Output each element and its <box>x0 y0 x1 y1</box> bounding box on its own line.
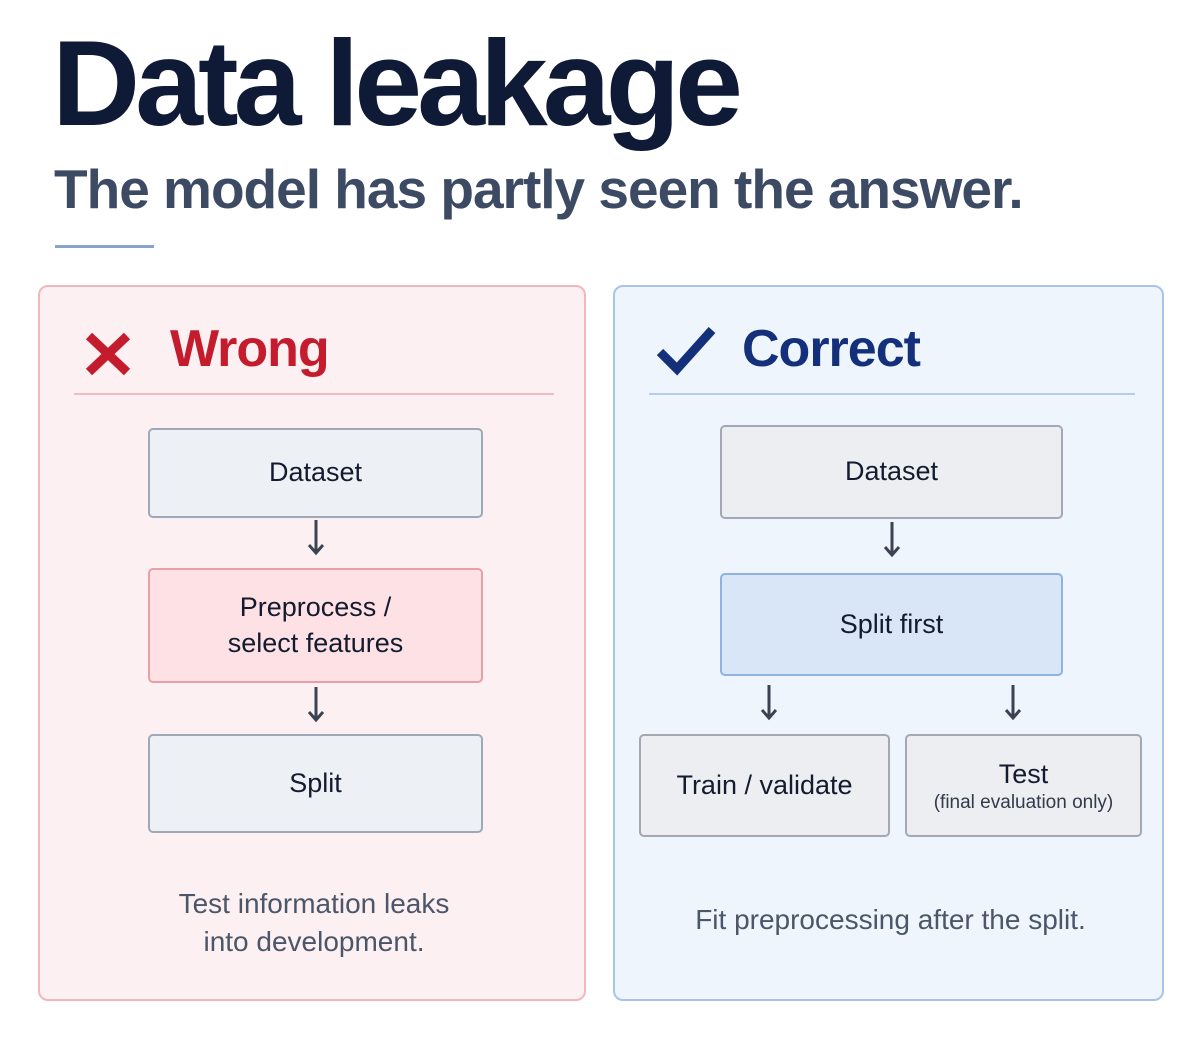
wrong-caption-line2: into development. <box>203 925 425 957</box>
wrong-split-label: Split <box>289 767 342 798</box>
arrow-down-icon <box>307 520 325 556</box>
wrong-heading: Wrong <box>170 320 330 378</box>
wrong-dataset-box: Dataset <box>148 428 483 518</box>
correct-dataset-label: Dataset <box>844 456 939 487</box>
wrong-preprocess-line2: select features <box>227 627 404 658</box>
correct-split-first-label: Split first <box>839 608 944 639</box>
page-title: Data leakage <box>52 15 743 151</box>
correct-caption: Fit preprocessing after the split. <box>695 904 1086 935</box>
correct-test-box: Test (final evaluation only) <box>905 734 1142 837</box>
correct-test-label: Test <box>998 758 1049 789</box>
wrong-caption: Test information leaks into development. <box>40 885 588 961</box>
correct-divider <box>649 393 1135 395</box>
correct-test-note: (final evaluation only) <box>933 791 1114 813</box>
arrow-down-icon <box>883 522 901 558</box>
page-subtitle: The model has partly seen the answer. <box>54 158 1024 220</box>
correct-panel: Correct Dataset Split first Train / vali… <box>613 285 1164 1001</box>
x-mark-icon <box>85 332 131 376</box>
title-underline <box>55 245 154 248</box>
wrong-dataset-label: Dataset <box>268 457 363 488</box>
arrow-down-icon <box>307 687 325 723</box>
wrong-preprocess-line1: Preprocess / <box>239 592 392 623</box>
wrong-panel: Wrong Dataset Preprocess / select featur… <box>38 285 586 1001</box>
correct-heading: Correct <box>742 320 921 378</box>
arrow-down-icon <box>760 685 778 721</box>
check-mark-icon <box>656 326 716 376</box>
wrong-split-box: Split <box>148 734 483 833</box>
correct-train-box: Train / validate <box>639 734 890 837</box>
wrong-divider <box>74 393 554 395</box>
correct-split-first-box: Split first <box>720 573 1063 676</box>
correct-train-label: Train / validate <box>676 769 853 800</box>
arrow-down-icon <box>1004 685 1022 721</box>
wrong-caption-line1: Test information leaks <box>178 888 450 919</box>
correct-dataset-box: Dataset <box>720 425 1063 519</box>
wrong-preprocess-box: Preprocess / select features <box>148 568 483 683</box>
